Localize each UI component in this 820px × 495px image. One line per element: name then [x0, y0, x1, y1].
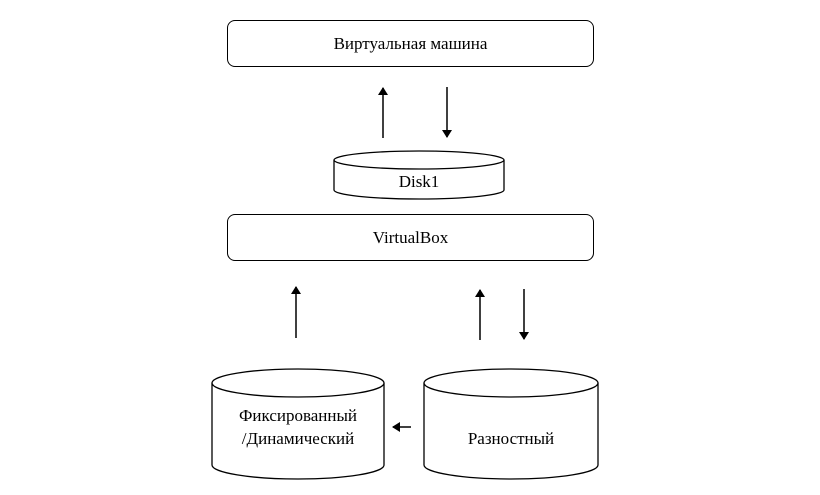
virtualbox-label: VirtualBox [372, 227, 449, 247]
differencing-cylinder [423, 368, 599, 480]
disk1-cylinder [333, 150, 505, 200]
vm-box: Виртуальная машина [227, 20, 594, 67]
fixed-dynamic-label-line1: Фиксированный [238, 406, 358, 425]
virtualbox-box: VirtualBox [227, 214, 594, 261]
disk1-label: Disk1 [398, 172, 440, 191]
differencing-label: Разностный [467, 429, 555, 448]
fixed-dynamic-cylinder [211, 368, 385, 480]
fixed-dynamic-label-line2: /Динамический [241, 429, 355, 448]
vm-label: Виртуальная машина [333, 33, 488, 53]
